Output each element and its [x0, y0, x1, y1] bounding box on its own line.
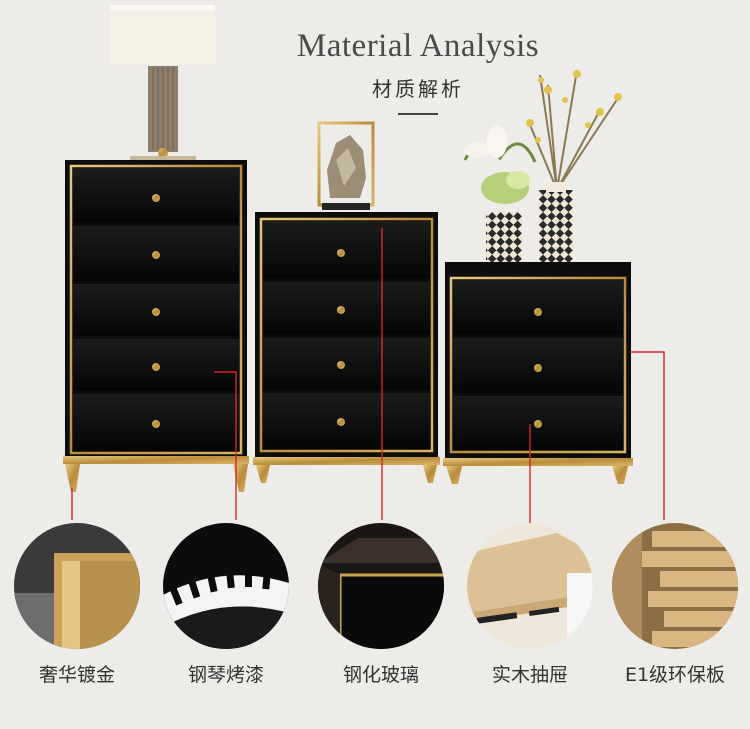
page-title: Material Analysis: [296, 28, 540, 64]
table-lamp: [110, 5, 215, 160]
caption-e1-board: E1级环保板: [624, 664, 726, 686]
page-subtitle: 材质解析: [372, 77, 464, 101]
piano-lacquer-detail-image: [163, 523, 289, 649]
caption-piano-lacquer: 钢琴烤漆: [187, 664, 264, 686]
middle-cabinet: [253, 212, 440, 483]
caption-solid-wood-drawer: 实木抽屉: [491, 664, 568, 686]
e1-board-detail-image: [612, 523, 738, 649]
tall-cabinet: [63, 160, 249, 492]
callout-lines: [71, 228, 665, 525]
solid-wood-drawer-detail-image: [467, 523, 593, 649]
caption-tempered-glass: 钢化玻璃: [342, 664, 419, 686]
tempered-glass-detail-image: [318, 523, 444, 649]
short-cabinet: [443, 262, 633, 484]
caption-gold-plated: 奢华镀金: [38, 664, 115, 686]
title-divider: [398, 113, 438, 115]
stone-ornament: [317, 121, 375, 210]
vase-arrangement: [463, 69, 622, 264]
gold-plated-detail-image: [14, 523, 140, 649]
